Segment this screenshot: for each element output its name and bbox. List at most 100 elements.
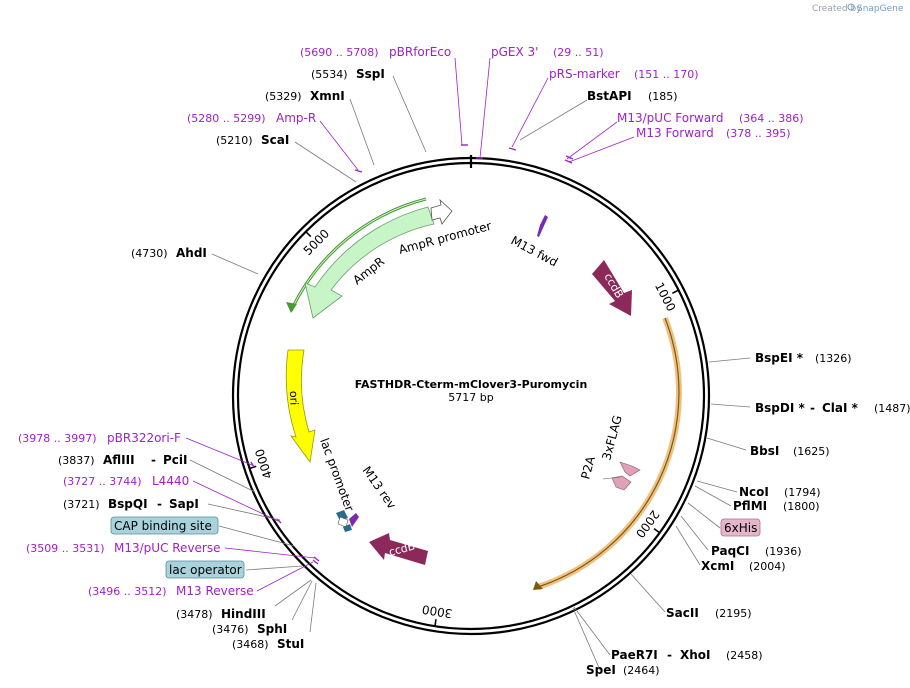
leader-m13-puc-forward (566, 121, 618, 160)
leader-bstapi (519, 99, 588, 141)
site-afliii-name: AflIII (103, 453, 135, 467)
ampr-feature (304, 206, 435, 319)
site-ncoi-pos: (1794) (784, 486, 821, 499)
primer-m13-forward-name: M13 Forward (636, 126, 714, 140)
site-bstapi-pos: (185) (648, 90, 678, 103)
leader-ncoi (696, 480, 738, 493)
site-stui-name: StuI (277, 637, 304, 651)
p2a-feature (611, 475, 632, 491)
primer-m13-puc-forward-name: M13/pUC Forward (617, 111, 724, 125)
snapgene-brand: SnapGene (857, 4, 904, 14)
site-sspi-name: SspI (356, 67, 385, 81)
site-xhoi-name: XhoI (680, 648, 711, 662)
ori-label: ori (287, 391, 300, 406)
site-sphi-name: SphI (257, 622, 287, 636)
primer-l4440-range: (3727 .. 3744) (63, 475, 142, 488)
leader-pbr322ori-f (185, 437, 253, 466)
primer-prs-marker-range: (151 .. 170) (634, 68, 699, 81)
tick-mark-1000 (671, 289, 679, 295)
leader-xcmi (675, 525, 701, 566)
site-pcii-name: PciI (163, 453, 188, 467)
ampr-promoter-feature (430, 198, 453, 225)
leader-pbrforeco (454, 57, 463, 146)
site-bspqi-dash: - (157, 497, 162, 511)
primer-mark-pbr322ori-f (250, 461, 255, 468)
ampr-arc-highlight (290, 198, 427, 312)
site-bspdi-dash: - (810, 401, 815, 415)
leader-m13-puc-reverse (224, 547, 316, 559)
leader-bbsi (706, 437, 747, 451)
leader-bspdi (710, 403, 751, 408)
tick-mark-3000 (434, 619, 437, 627)
primer-mark-amp-r (354, 169, 363, 173)
site-paqci-name: PaqCI (711, 544, 749, 558)
site-bspei-name: BspEI * (755, 351, 804, 365)
insert-arc-arrow-icon (533, 581, 543, 590)
box-cap-binding-site-label: CAP binding site (114, 519, 212, 533)
leader-m13-reverse (256, 561, 314, 592)
tick-mark-4000 (249, 465, 257, 470)
leader-lac-operator (245, 565, 303, 571)
leader-cap-binding (218, 525, 295, 547)
site-afliii-dash: - (151, 453, 156, 467)
site-scai-name: ScaI (261, 133, 289, 147)
site-xmni-pos: (5329) (265, 90, 302, 103)
site-ncoi-name: NcoI (739, 485, 769, 499)
leader-sspi (392, 75, 427, 153)
tick-label-3000: 3000 (421, 602, 453, 621)
leader-m13-forward (568, 136, 635, 163)
leader-bspei (708, 357, 751, 363)
site-xmni-name: XmnI (310, 89, 345, 103)
primer-m13-reverse-name: M13 Reverse (176, 584, 254, 598)
primer-amp-r-range: (5280 .. 5299) (187, 112, 266, 125)
primer-m13-puc-reverse-range: (3509 .. 3531) (26, 542, 105, 555)
ccdb-bottom-feature (369, 533, 428, 565)
site-paqci-pos: (1936) (765, 545, 802, 558)
site-hindiii-pos: (3478) (176, 608, 213, 621)
site-sspi-pos: (5534) (311, 68, 348, 81)
ccdb-top-feature (592, 260, 632, 316)
m13-rev-label: M13 rev (360, 464, 399, 512)
leader-sacii (630, 573, 666, 613)
box-lac-operator (165, 560, 245, 579)
leader-amp-r (319, 120, 359, 171)
m13-rev-feature (349, 513, 359, 527)
ampr-arc-arrow-icon (286, 302, 297, 313)
site-paer7i-name: PaeR7I (611, 648, 658, 662)
leader-pgex3 (479, 57, 491, 159)
cap-site-feature (336, 510, 348, 521)
tick-mark-2000 (653, 528, 661, 534)
lac-operator-feature (343, 524, 352, 532)
plasmid-name: FASTHDR-Cterm-mClover3-Puromycin (355, 378, 588, 391)
site-bbsi-pos: (1625) (793, 445, 830, 458)
insert-arc-core (537, 317, 680, 588)
site-ahdi-pos: (4730) (131, 247, 168, 260)
snapgene-logo-icon (847, 3, 855, 11)
leader-paqci (680, 515, 709, 551)
m13-fwd-label: M13 fwd (509, 233, 561, 269)
leader-spei (572, 607, 601, 671)
box-cap-binding-site (110, 516, 219, 535)
leader-pflmi (694, 485, 732, 507)
tick-mark-5000 (305, 231, 312, 238)
created-by-text: Created by (812, 4, 862, 14)
leader-sphi (291, 580, 313, 621)
p2a-leader (602, 476, 621, 480)
site-bspdi-name: BspDI * (755, 401, 805, 415)
flag-label: 3xFLAG (599, 414, 624, 462)
site-bspqi-name: BspQI (108, 497, 148, 511)
site-clai-name: ClaI * (822, 401, 859, 415)
primer-mark-m13-puc-reverse (312, 559, 319, 565)
ori-feature (285, 349, 316, 464)
site-xcmi-name: XcmI (701, 559, 734, 573)
primer-pbrforeco-range: (5690 .. 5708) (300, 46, 379, 59)
site-sacii-name: SacII (666, 606, 699, 620)
primer-m13-puc-reverse-name: M13/pUC Reverse (114, 541, 221, 555)
primer-pgex3-range: (29 .. 51) (553, 46, 604, 59)
primer-pbrforeco-name: pBRforEco (389, 45, 451, 59)
leader-bspqi (207, 503, 281, 521)
primer-m13-forward-range: (378 .. 395) (726, 127, 791, 140)
tick-label-4000: 4000 (252, 447, 275, 480)
site-paer7i-dash: - (667, 648, 672, 662)
